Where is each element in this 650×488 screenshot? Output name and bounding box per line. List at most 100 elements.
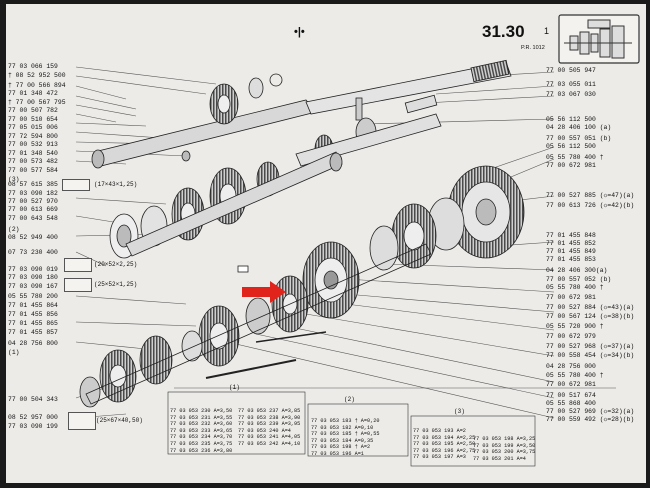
shim-row: 77 03 053 241 A=4,05 (238, 434, 301, 441)
shim-row: 77 03 053 231 A=3,55 (170, 414, 233, 421)
shim-row: 77 03 053 195 A=2,50 (413, 441, 476, 448)
page-suffix: 1 (544, 26, 550, 36)
shim-row: 77 03 053 233 A=3,65 (170, 427, 233, 434)
thumbnail-icon (558, 14, 640, 64)
left-part-number: 04 28 756 800 (8, 340, 58, 347)
shim-row: 77 03 053 199 A=3,50 (473, 442, 536, 449)
right-part-number: 77 00 672 981 (546, 381, 596, 388)
left-part-number: 77 00 643 548 (8, 215, 58, 222)
right-part-number: 05 55 780 400 † (546, 284, 604, 291)
table-group-3-label: (3) (454, 408, 465, 415)
spacer-label-2: (20×52×2,25) (94, 261, 138, 268)
left-part-number: (1) (8, 349, 20, 356)
right-part-number: 77 00 557 052 (b) (546, 276, 612, 283)
right-part-number: 05 55 720 900 † (546, 323, 604, 330)
top-mark: •|• (294, 26, 305, 38)
right-part-number: 77 01 455 853 (546, 256, 596, 263)
left-part-number: † 08 52 952 500 (8, 72, 66, 79)
secondary-shaft (109, 151, 343, 259)
shim-row: 77 03 053 232 A=3,60 (170, 421, 233, 428)
left-part-number: 77 00 510 654 (8, 116, 58, 123)
shim-row: 77 03 053 242 A=4,10 (238, 440, 301, 447)
shim-row: 77 03 053 230 A=3,50 (170, 408, 233, 414)
spacer-box-4 (68, 412, 96, 430)
shim-row: 77 03 053 236 A=3,80 (170, 447, 233, 454)
table-group-1-label: (1) (229, 384, 240, 391)
left-part-number: 77 00 613 669 (8, 206, 58, 213)
shim-row: 77 03 053 237 A=3,85 (238, 408, 301, 414)
right-part-number: 77 00 558 454 (☼=34)(b) (546, 352, 635, 359)
left-part-number: 08 52 949 400 (8, 234, 58, 241)
right-part-number: 04 28 406 300(a) (546, 267, 608, 274)
left-part-number: 77 00 504 343 (8, 396, 58, 403)
left-part-number: 77 01 348 472 (8, 90, 58, 97)
right-part-number: 04 28 756 000 (546, 363, 596, 370)
left-part-number: 05 55 780 200 (8, 293, 58, 300)
left-part-number: 77 72 594 800 (8, 133, 58, 140)
shim-row: 77 03 053 234 A=3,70 (170, 434, 233, 441)
right-part-number: 77 00 527 968 (☼=37)(a) (546, 343, 635, 350)
table-grid (167, 391, 536, 467)
left-part-number: 08 57 615 385 (8, 181, 58, 188)
right-part-number: 77 00 517 674 (546, 392, 596, 399)
shim-row: 77 03 053 184 A=0,35 (311, 437, 374, 444)
left-part-number: 77 03 090 180 (8, 274, 58, 281)
shim-row: 77 03 053 238 A=3,90 (238, 414, 301, 421)
shim-row: 77 03 053 196 A=1 (311, 450, 364, 457)
right-part-number: 77 00 567 124 (☼=38)(b) (546, 313, 635, 320)
left-part-number: (3) (8, 176, 20, 183)
shim-row: 77 03 053 182 A=0,10 (311, 424, 374, 431)
left-part-number: 77 03 090 199 (8, 423, 58, 430)
shim-row: 77 03 053 200 A=3,75 (473, 449, 536, 456)
spacer-label-3: (25×52×1,25) (94, 281, 138, 288)
left-part-number: 08 52 957 000 (8, 414, 58, 421)
right-part-number: 77 00 672 981 (546, 294, 596, 301)
table-group-2-label: (2) (344, 396, 355, 403)
left-part-number: 77 05 015 006 (8, 124, 58, 131)
right-part-number: 04 28 406 100 (a) (546, 124, 612, 131)
left-part-number: 77 00 573 482 (8, 158, 58, 165)
shim-row: 77 03 053 194 A=2,25 (413, 434, 476, 441)
right-part-number: 77 00 505 947 (546, 67, 596, 74)
right-part-number: 77 01 455 848 (546, 232, 596, 239)
right-part-number: 77 01 455 852 (546, 240, 596, 247)
right-part-number: 77 00 613 726 (☼=42)(b) (546, 202, 635, 209)
right-part-number: 77 00 527 969 (☼=32)(a) (546, 408, 635, 415)
spacer-box-3 (64, 278, 92, 292)
parts-sheet: 31.30 1 P.R. 1012 •|• (6, 4, 646, 483)
left-part-number: 77 00 527 970 (8, 198, 58, 205)
left-part-number: (2) (8, 226, 20, 233)
page-number: 31.30 (482, 22, 525, 41)
right-part-number: 77 03 055 011 (546, 81, 596, 88)
spacer-box-2 (64, 258, 92, 272)
shim-row: 77 03 053 196 A=2,75 (413, 447, 476, 454)
right-part-number: 77 00 527 885 (☼=47)(a) (546, 192, 635, 199)
left-part-number: † 77 00 566 894 (8, 82, 66, 89)
left-part-number: 77 01 455 864 (8, 302, 58, 309)
left-part-number: 77 00 532 913 (8, 141, 58, 148)
left-part-number: 77 03 090 019 (8, 266, 58, 273)
left-part-number: 77 00 577 584 (8, 167, 58, 174)
differential-gears (79, 165, 525, 408)
spacer-box-1 (62, 179, 90, 191)
left-part-number: 77 03 090 167 (8, 283, 58, 290)
left-part-number: 77 03 066 159 (8, 63, 58, 70)
left-part-number: 07 73 230 400 (8, 249, 58, 256)
right-part-number: 05 55 780 400 † (546, 372, 604, 379)
right-part-number: 77 00 672 981 (546, 162, 596, 169)
left-part-number: 77 00 507 782 (8, 107, 58, 114)
shim-row: 77 03 053 239 A=3,95 (238, 421, 301, 428)
exploded-gearbox-diagram (75, 59, 616, 467)
left-part-number: 77 01 348 540 (8, 150, 58, 157)
right-part-number: 05 56 112 500 (546, 116, 596, 123)
highlight-arrow-icon (242, 281, 286, 303)
left-part-number: † 77 00 567 795 (8, 99, 66, 106)
right-part-number: 05 55 868 400 (546, 400, 596, 407)
right-part-number: 77 03 067 030 (546, 91, 596, 98)
spacer-label-1: (17×43×1,25) (94, 181, 138, 188)
